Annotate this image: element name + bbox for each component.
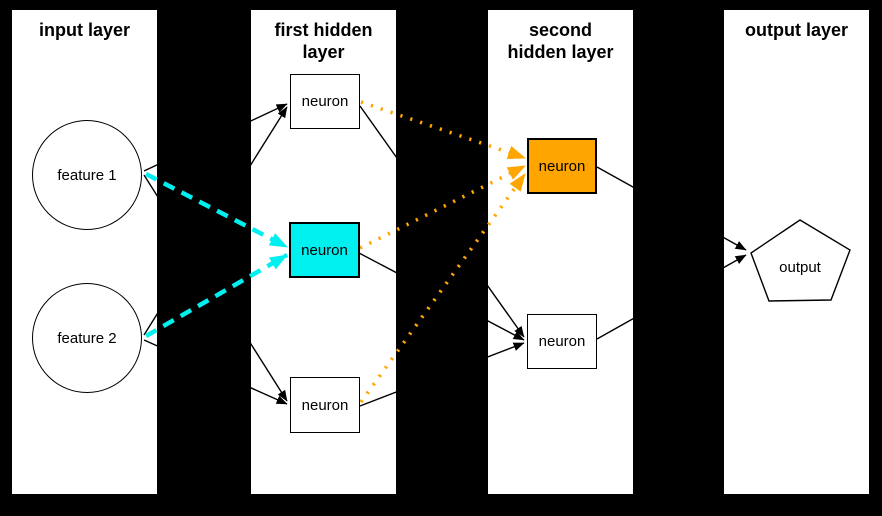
node-feature-2: feature 2 bbox=[32, 283, 142, 393]
node-label: neuron bbox=[538, 333, 586, 350]
node-hidden1-top: neuron bbox=[290, 74, 360, 129]
layer-panel-output: output layer bbox=[724, 10, 869, 494]
layer-title-second-hidden: second hidden layer bbox=[488, 10, 633, 63]
layer-title-line: second bbox=[528, 20, 593, 40]
node-hidden1-middle: neuron bbox=[289, 222, 360, 278]
layer-title-line: layer bbox=[302, 42, 345, 62]
layer-panel-input: input layer bbox=[12, 10, 157, 494]
node-hidden1-bottom: neuron bbox=[290, 377, 360, 433]
node-label: feature 1 bbox=[57, 166, 117, 184]
node-label: neuron bbox=[301, 396, 349, 414]
layer-title-line: hidden layer bbox=[507, 42, 614, 62]
layer-title-first-hidden: first hidden layer bbox=[251, 10, 396, 63]
node-feature-1: feature 1 bbox=[32, 120, 142, 230]
node-label: neuron bbox=[538, 157, 586, 175]
node-label: neuron bbox=[301, 93, 349, 110]
node-label: feature 2 bbox=[57, 329, 117, 347]
layer-title-input: input layer bbox=[12, 10, 157, 41]
layer-title-line: output layer bbox=[744, 20, 848, 40]
layer-title-line: input layer bbox=[38, 20, 131, 40]
node-hidden2-bottom: neuron bbox=[527, 314, 597, 369]
layer-title-output: output layer bbox=[724, 10, 869, 41]
node-label: neuron bbox=[301, 241, 348, 259]
layer-title-line: first hidden bbox=[274, 20, 373, 40]
node-hidden2-top: neuron bbox=[527, 138, 597, 194]
layer-panel-second-hidden: second hidden layer bbox=[488, 10, 633, 494]
